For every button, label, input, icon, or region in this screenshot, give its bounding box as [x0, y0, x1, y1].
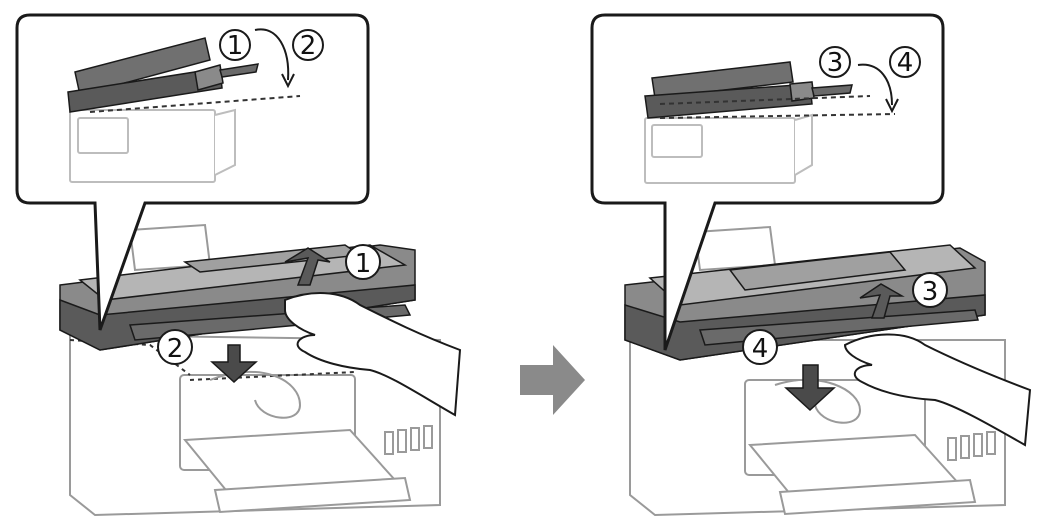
arrow-right-icon: [520, 345, 585, 415]
left-zoom-curve-arrowhead: [281, 73, 295, 89]
svg-text:1: 1: [227, 31, 244, 61]
right-zoom-scanner: [644, 61, 853, 119]
svg-text:3: 3: [827, 48, 844, 78]
right-zoom-curve-arrowhead: [885, 98, 899, 114]
left-zoom-step-2: 2: [292, 29, 324, 61]
svg-text:3: 3: [922, 277, 939, 307]
left-zoom-scanner: [67, 37, 260, 113]
left-zoom-dashed-guide: [89, 95, 301, 113]
curved-arrow-icon: [254, 28, 290, 81]
curved-arrow-icon: [857, 63, 893, 106]
svg-text:2: 2: [167, 334, 184, 364]
right-main-step-3: 3: [912, 272, 948, 308]
left-zoom-step-1: 1: [219, 29, 251, 61]
right-zoom-step-3: 3: [819, 46, 851, 78]
right-panel: 3 4 3 4: [590, 13, 1032, 517]
right-main-step-4: 4: [742, 329, 778, 365]
left-panel: 1 2 1 2: [15, 13, 462, 517]
left-printer-body: [69, 223, 441, 517]
right-zoom-dashed-guides: [659, 95, 896, 119]
svg-text:2: 2: [300, 31, 317, 61]
right-hand: [843, 333, 1032, 447]
left-zoom-printer: [69, 108, 236, 183]
left-main-step-2: 2: [157, 329, 193, 365]
svg-text:4: 4: [752, 334, 769, 364]
right-zoom-step-4: 4: [889, 46, 921, 78]
left-printer-cable: [209, 370, 302, 419]
arrow-down-icon: [784, 364, 836, 412]
left-hand: [284, 292, 462, 417]
svg-text:1: 1: [355, 249, 372, 279]
right-printer-body: [629, 225, 1006, 517]
svg-text:4: 4: [897, 48, 914, 78]
right-scanner-unit: [624, 244, 986, 361]
left-main-step-1: 1: [345, 244, 381, 280]
arrow-down-icon: [210, 344, 258, 384]
right-zoom-printer: [644, 113, 813, 184]
arrow-up-icon: [284, 247, 331, 286]
arrow-up-icon: [859, 283, 905, 319]
